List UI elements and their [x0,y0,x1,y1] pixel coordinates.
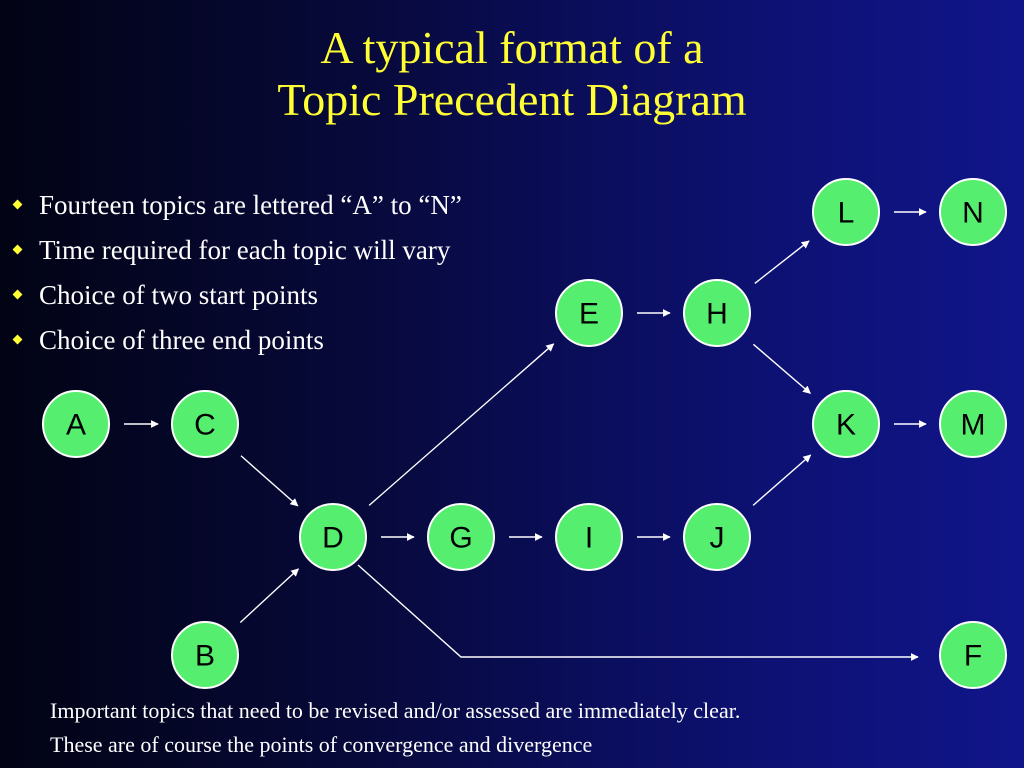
node-l: L [812,178,880,246]
node-circle [427,503,495,571]
node-circle [42,390,110,458]
node-circle [812,178,880,246]
bullet-text: Fourteen topics are lettered “A” to “N” [39,189,462,220]
node-j: J [683,503,751,571]
node-d: D [299,503,367,571]
node-label: K [836,409,856,442]
bullet-text: Choice of three end points [39,324,324,355]
node-f: F [939,621,1007,689]
arrow-d-to-f [357,564,919,661]
node-b: B [171,621,239,689]
arrow-d-to-e [368,343,555,506]
node-circle [683,279,751,347]
bullet-text: Time required for each topic will vary [39,234,451,265]
node-circle [171,621,239,689]
node-label: C [194,409,216,442]
node-label: E [579,298,599,331]
node-circle [939,178,1007,246]
node-label: G [449,522,472,555]
bullet-item: Time required for each topic will vary [12,227,462,272]
bullet-item: Fourteen topics are lettered “A” to “N” [12,182,462,227]
node-label: B [195,640,215,673]
node-circle [939,621,1007,689]
node-circle [299,503,367,571]
node-label: I [585,522,593,555]
slide-title: A typical format of a Topic Precedent Di… [0,22,1024,126]
node-circle [555,279,623,347]
node-circle [555,503,623,571]
node-label: M [961,409,986,442]
node-e: E [555,279,623,347]
node-m: M [939,390,1007,458]
node-label: J [710,522,725,555]
node-label: D [322,522,344,555]
node-h: H [683,279,751,347]
node-circle [683,503,751,571]
node-label: L [838,197,855,230]
node-circle [171,390,239,458]
arrow-c-to-d [240,455,299,507]
node-n: N [939,178,1007,246]
node-k: K [812,390,880,458]
bullet-text: Choice of two start points [39,279,318,310]
footer-line-2: These are of course the points of conver… [50,732,593,757]
title-line-1: A typical format of a [320,22,704,73]
node-a: A [42,390,110,458]
arrow-h-to-k [752,343,811,394]
node-label: F [964,640,982,673]
edges-layer [124,208,927,661]
node-c: C [171,390,239,458]
node-label: H [706,298,728,331]
node-circle [812,390,880,458]
arrow-j-to-k [752,454,812,506]
nodes-layer: A B C D E F G H I J K L M N [42,178,1007,689]
node-circle [939,390,1007,458]
bullet-item: Choice of two start points [12,272,462,317]
node-label: N [962,197,984,230]
footer-line-1: Important topics that need to be revised… [50,698,741,723]
bullet-list: Fourteen topics are lettered “A” to “N” … [12,182,462,362]
node-i: I [555,503,623,571]
node-g: G [427,503,495,571]
title-line-2: Topic Precedent Diagram [277,74,747,125]
arrow-b-to-d [239,568,300,623]
bullet-item: Choice of three end points [12,317,462,362]
node-label: A [66,409,86,442]
arrow-h-to-l [754,240,810,284]
footer-note: Important topics that need to be revised… [50,694,740,762]
